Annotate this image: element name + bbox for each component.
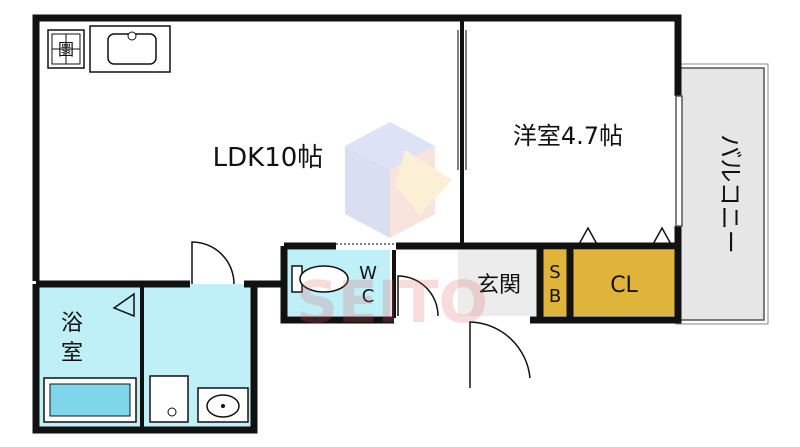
washbasin-icon bbox=[149, 375, 249, 423]
balcony bbox=[675, 63, 769, 325]
shoebox-area bbox=[540, 250, 570, 316]
balcony-label: バルコニー bbox=[716, 134, 744, 254]
shoebox-label-2: B bbox=[549, 286, 561, 307]
wc-label-2: C bbox=[362, 286, 375, 307]
closet-label: CL bbox=[610, 273, 638, 298]
svg-text:圜: 圜 bbox=[58, 40, 74, 59]
walls bbox=[32, 14, 682, 434]
stove-icon: 圜 bbox=[47, 29, 85, 69]
bath-label-2: 室 bbox=[61, 341, 83, 366]
ldk-label: LDK10帖 bbox=[213, 143, 324, 173]
watermark-logo bbox=[345, 122, 452, 238]
bath-label-1: 浴 bbox=[61, 311, 83, 336]
entrance-label: 玄関 bbox=[477, 273, 521, 298]
bathtub-icon bbox=[43, 377, 137, 423]
entrance-area bbox=[458, 250, 540, 316]
interior-walls bbox=[140, 20, 464, 428]
toilet-icon bbox=[291, 265, 349, 293]
sink-icon bbox=[89, 25, 171, 73]
shoebox-label-1: S bbox=[549, 262, 560, 283]
door-swings bbox=[112, 226, 673, 388]
wc-label-1: W bbox=[359, 263, 377, 284]
western-room-label: 洋室4.7帖 bbox=[513, 122, 623, 150]
closet-area bbox=[570, 250, 676, 316]
sliding-door-marks bbox=[336, 30, 683, 245]
watermark-text: SEITO bbox=[296, 268, 488, 336]
